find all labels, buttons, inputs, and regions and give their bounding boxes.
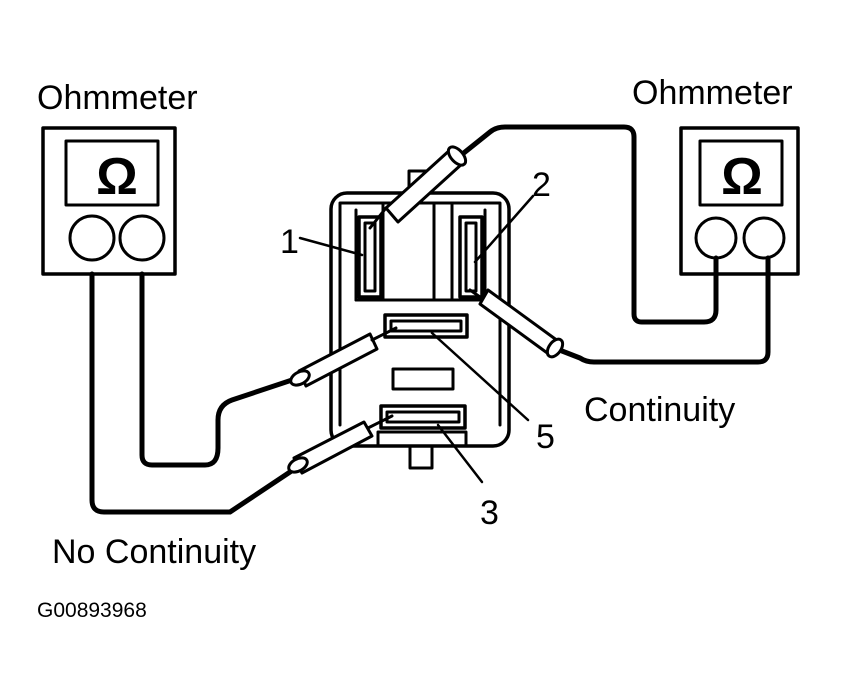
no-continuity-label: No Continuity [52,533,257,571]
terminal-2-inner [464,221,478,293]
pin-3-label: 3 [480,494,499,532]
probe-terminal-1 [368,145,468,230]
ohmmeter-left-label: Ohmmeter [37,79,198,117]
continuity-label: Continuity [584,391,736,429]
omega-symbol-right: Ω [721,148,763,206]
terminal-1 [357,215,383,299]
terminal-3-inner [385,410,461,424]
ohmmeter-right-label: Ohmmeter [632,74,793,112]
probe-terminal-5 [289,326,398,388]
pin-2-label: 2 [532,166,551,204]
terminal-5 [383,313,469,339]
ohmmeter-left [41,126,177,276]
terminal-3 [379,404,467,430]
probe-terminal-3 [287,414,394,475]
pin-5-label: 5 [536,418,555,456]
omega-symbol-left: Ω [96,148,138,206]
terminal-2 [458,215,484,299]
leader-lines [298,194,535,484]
pin-1-label: 1 [280,223,299,261]
terminal-1-inner [363,221,377,293]
terminal-5-inner [389,319,463,333]
wires [89,124,771,515]
probe-terminal-2 [468,288,565,359]
relay-slot [391,367,455,391]
figure-code: G00893968 [37,599,147,622]
ohmmeter-right [679,126,800,276]
